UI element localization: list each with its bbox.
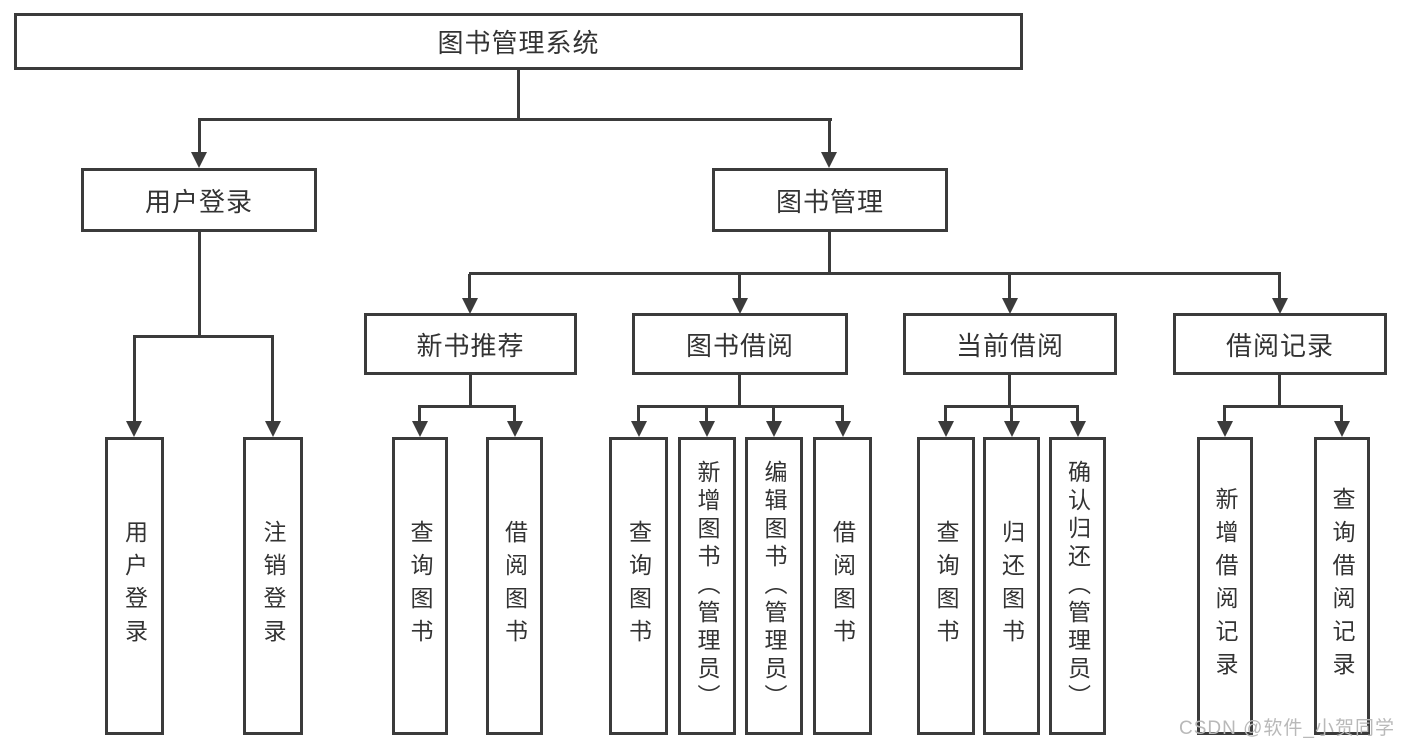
connector-line <box>738 274 741 299</box>
connector-line <box>418 407 421 422</box>
leaf-user-login: 用户登录 <box>105 437 164 735</box>
connector-line <box>1010 407 1013 422</box>
leaf-edit-books-admin: 编辑图书（管理员） <box>745 437 803 735</box>
arrow-down-icon <box>507 421 523 437</box>
arrow-down-icon <box>1070 421 1086 437</box>
connector-line <box>738 375 741 407</box>
leaf-label: 编辑图书（管理员） <box>761 460 787 712</box>
leaf-query-books-recommend: 查询图书 <box>392 437 448 735</box>
connector-line <box>513 407 516 422</box>
arrow-down-icon <box>835 421 851 437</box>
leaf-return-books: 归还图书 <box>983 437 1040 735</box>
leaf-label: 查询图书 <box>625 520 652 652</box>
connector-line <box>1008 375 1011 407</box>
arrow-down-icon <box>191 152 207 168</box>
leaf-logout: 注销登录 <box>243 437 303 735</box>
arrow-down-icon <box>1272 298 1288 314</box>
arrow-down-icon <box>1004 421 1020 437</box>
leaf-query-books-current: 查询图书 <box>917 437 975 735</box>
connector-line <box>705 407 708 422</box>
arrow-down-icon <box>412 421 428 437</box>
watermark-text: CSDN @软件_小贺同学 <box>1179 718 1395 739</box>
connector-line <box>841 407 844 422</box>
connector-line <box>469 375 472 407</box>
leaf-label: 查询图书 <box>933 520 959 652</box>
arrow-down-icon <box>732 298 748 314</box>
node-user-login: 用户登录 <box>81 168 317 232</box>
connector-line <box>944 405 1079 408</box>
connector-line <box>271 337 274 422</box>
node-book-management: 图书管理 <box>712 168 948 232</box>
leaf-confirm-return-admin: 确认归还（管理员） <box>1049 437 1106 735</box>
arrow-down-icon <box>699 421 715 437</box>
leaf-label: 查询借阅记录 <box>1329 487 1355 685</box>
leaf-label: 借阅图书 <box>829 520 856 652</box>
connector-line <box>944 407 947 422</box>
node-library-management-system: 图书管理系统 <box>14 13 1023 70</box>
node-label: 新书推荐 <box>416 330 525 361</box>
connector-line <box>828 120 831 153</box>
node-new-book-recommendation: 新书推荐 <box>364 313 577 375</box>
leaf-query-books-borrowing: 查询图书 <box>609 437 668 735</box>
leaf-label: 归还图书 <box>998 520 1025 652</box>
node-label: 借阅记录 <box>1225 330 1334 361</box>
connector-line <box>1076 407 1079 422</box>
arrow-down-icon <box>1002 298 1018 314</box>
node-borrowing-records: 借阅记录 <box>1173 313 1387 375</box>
connector-line <box>517 69 520 120</box>
node-label: 图书管理系统 <box>437 28 600 58</box>
connector-line <box>469 272 1281 275</box>
connector-line <box>198 120 201 153</box>
connector-line <box>637 407 640 422</box>
connector-line <box>1008 274 1011 299</box>
leaf-label: 借阅图书 <box>501 520 528 652</box>
connector-line <box>1340 407 1343 422</box>
connector-line <box>418 405 516 408</box>
arrow-down-icon <box>265 421 281 437</box>
leaf-label: 新增图书（管理员） <box>694 460 720 712</box>
connector-line <box>133 335 274 338</box>
arrow-down-icon <box>766 421 782 437</box>
node-label: 当前借阅 <box>955 330 1064 361</box>
arrow-down-icon <box>821 152 837 168</box>
connector-line <box>198 118 832 121</box>
leaf-add-borrow-record: 新增借阅记录 <box>1197 437 1253 735</box>
leaf-label: 用户登录 <box>121 520 148 652</box>
leaf-query-borrow-record: 查询借阅记录 <box>1314 437 1370 735</box>
connector-line <box>1223 407 1226 422</box>
connector-line <box>133 337 136 422</box>
leaf-label: 确认归还（管理员） <box>1064 460 1091 712</box>
arrow-down-icon <box>1334 421 1350 437</box>
leaf-label: 查询图书 <box>407 520 433 652</box>
leaf-label: 注销登录 <box>260 520 286 652</box>
leaf-add-books-admin: 新增图书（管理员） <box>678 437 736 735</box>
arrow-down-icon <box>1217 421 1233 437</box>
arrow-down-icon <box>938 421 954 437</box>
node-current-borrowing: 当前借阅 <box>903 313 1117 375</box>
leaf-borrow-books: 借阅图书 <box>813 437 872 735</box>
node-label: 用户登录 <box>144 186 253 217</box>
arrow-down-icon <box>462 298 478 314</box>
arrow-down-icon <box>126 421 142 437</box>
connector-line <box>772 407 775 422</box>
node-book-borrowing: 图书借阅 <box>632 313 848 375</box>
connector-line <box>637 405 844 408</box>
connector-line <box>468 274 471 299</box>
leaf-borrow-books-recommend: 借阅图书 <box>486 437 543 735</box>
arrow-down-icon <box>631 421 647 437</box>
node-label: 图书管理 <box>775 186 884 217</box>
connector-line <box>828 232 831 274</box>
node-label: 图书借阅 <box>685 330 794 361</box>
connector-line <box>198 232 201 338</box>
connector-line <box>1278 274 1281 299</box>
leaf-label: 新增借阅记录 <box>1212 487 1238 685</box>
connector-line <box>1223 405 1343 408</box>
connector-line <box>1278 375 1281 407</box>
